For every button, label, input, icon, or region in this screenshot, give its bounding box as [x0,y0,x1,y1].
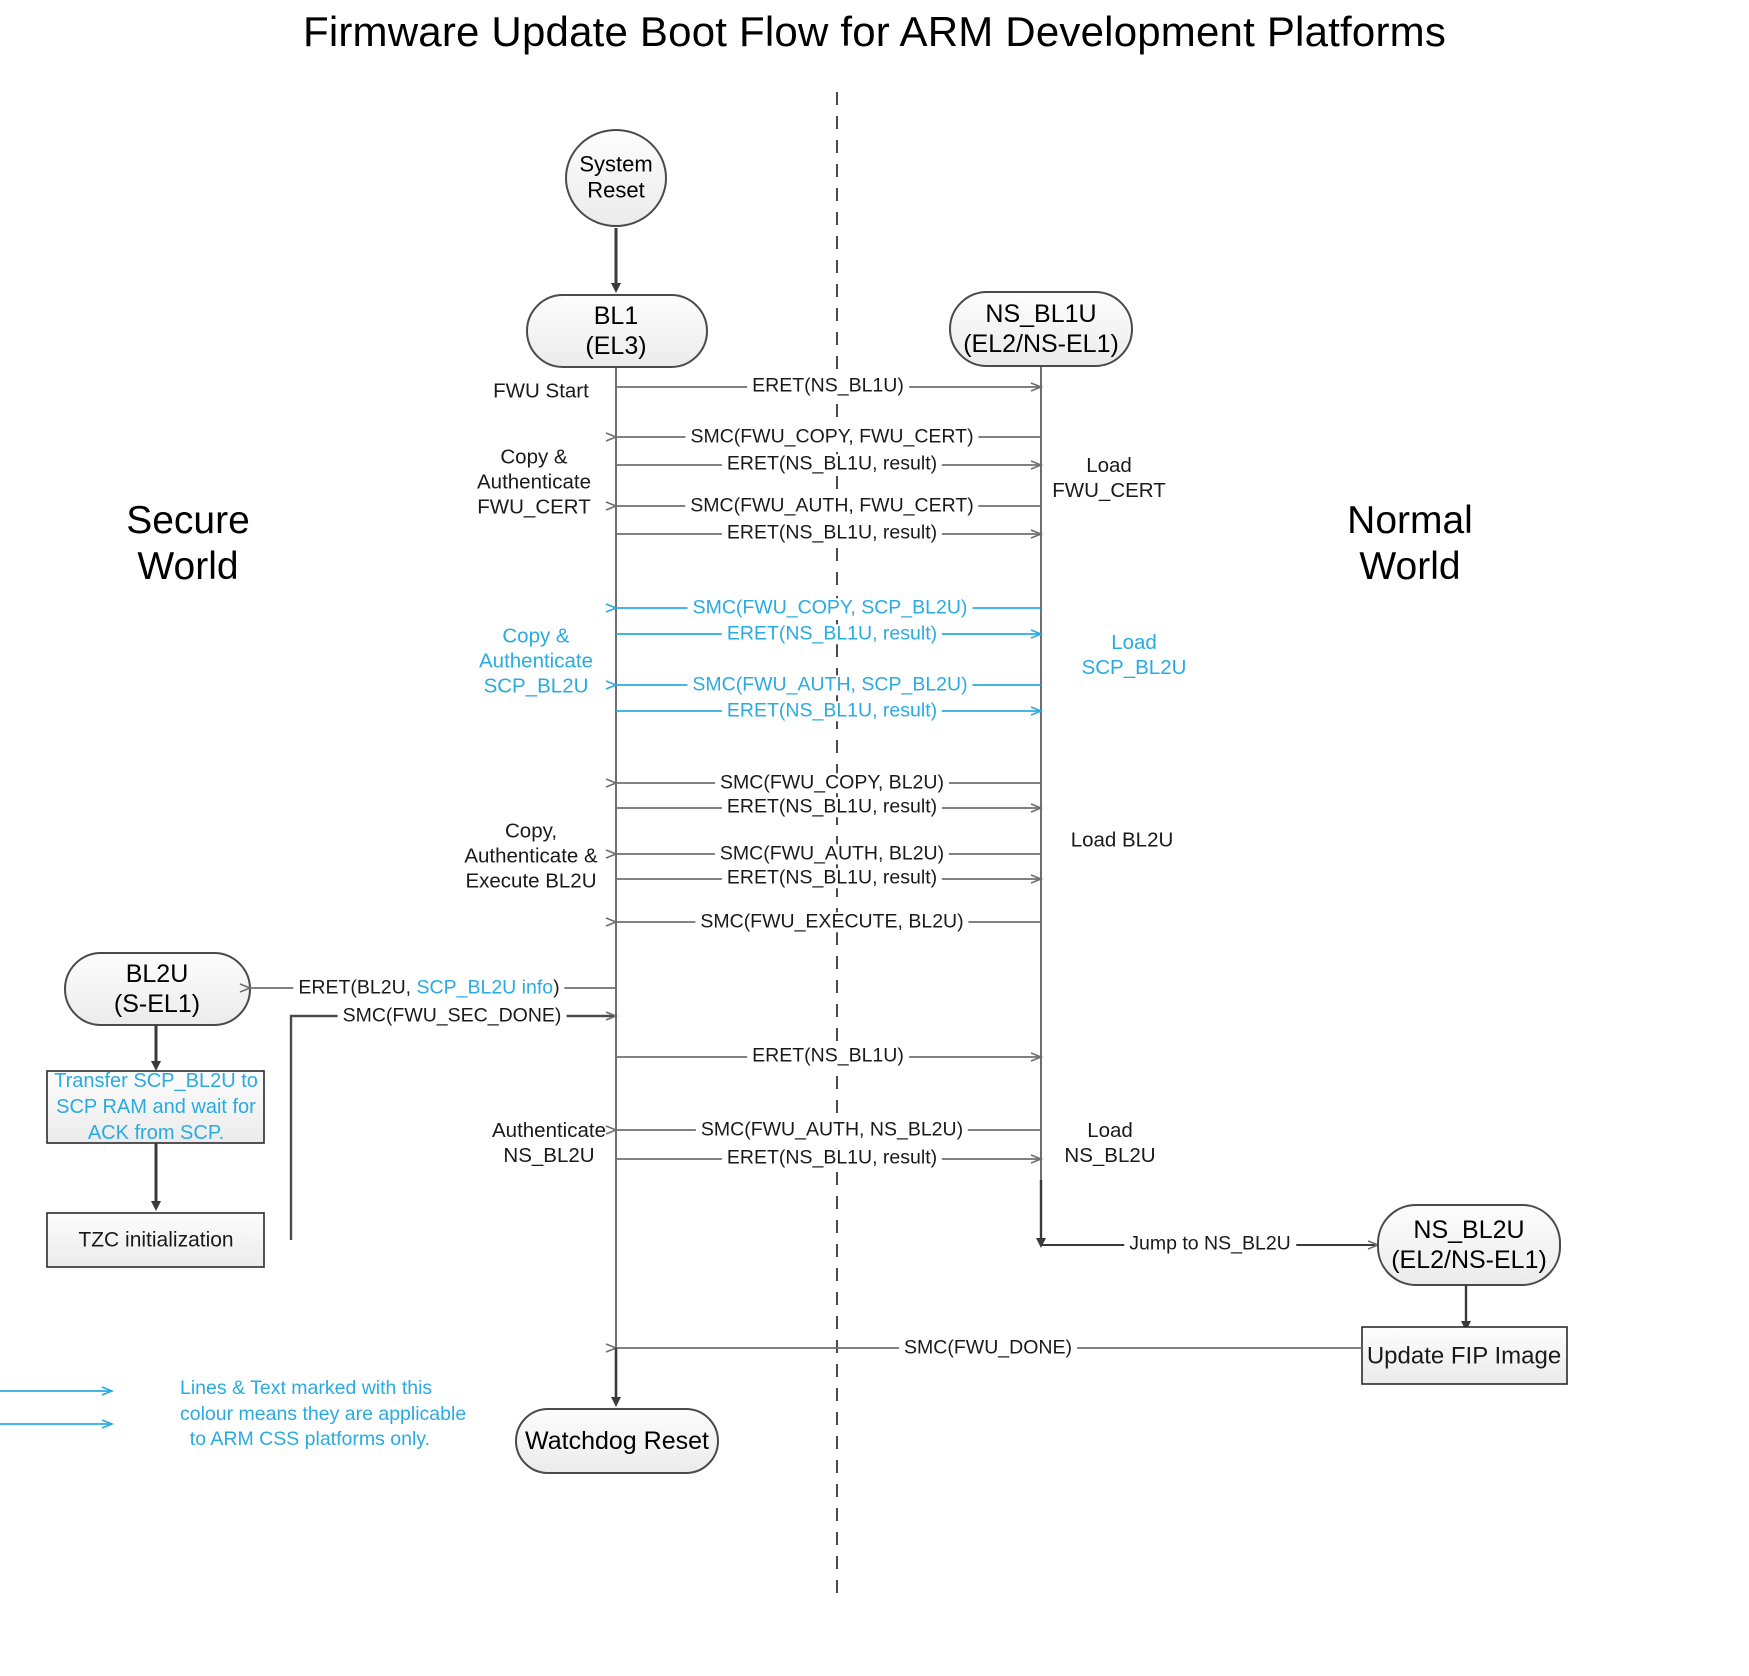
ns-bl2u-line2: (EL2/NS-EL1) [1391,1246,1547,1274]
note-load-scp-bl2u: Load SCP_BL2U [1082,630,1187,680]
message-label-m8: SMC(FWU_AUTH, SCP_BL2U) [687,675,973,695]
ns-bl2u-line1: NS_BL2U [1413,1216,1525,1244]
message-label-m6: SMC(FWU_COPY, SCP_BL2U) [687,598,973,618]
message-label-m19: Jump to NS_BL2U [1124,1234,1296,1254]
transfer-scp-line3: ACK from SCP. [87,1122,225,1144]
note-copy-auth-fwu-cert-line3: FWU_CERT [477,495,591,519]
note-copy-auth-fwu-cert-line1: Copy & [500,445,568,469]
note-load-scp-bl2u-line1: Load [1111,631,1157,654]
bl1-line1: BL1 [593,302,639,330]
ns-bl1u-line1: NS_BL1U [985,300,1097,328]
note-copy-auth-scp-line2: Authenticate [479,649,593,673]
message-label-m16: ERET(NS_BL1U) [747,1046,909,1066]
legend-line1: Lines & Text marked with this [180,1377,433,1399]
message-label-m2: SMC(FWU_COPY, FWU_CERT) [685,427,979,447]
message-label-eret-bl2u: ERET(BL2U, SCP_BL2U info) [293,976,565,999]
legend-text: Lines & Text marked with this colour mea… [180,1376,467,1453]
legend-line2: colour means they are applicable [180,1402,467,1425]
message-label-m12: SMC(FWU_AUTH, BL2U) [714,844,950,864]
ns-bl1u-label: NS_BL1U (EL2/NS-EL1) [963,299,1119,359]
note-copy-auth-scp-line1: Copy & [502,624,570,648]
note-auth-ns-bl2u-line2: NS_BL2U [503,1144,595,1167]
eret-bl2u-prefix: ERET(BL2U, [298,976,417,999]
ns-bl2u-label: NS_BL2U (EL2/NS-EL1) [1391,1215,1547,1275]
secure-world-line2: World [137,545,239,589]
watchdog-reset-label: Watchdog Reset [525,1426,709,1456]
message-label-m17: SMC(FWU_AUTH, NS_BL2U) [695,1120,969,1140]
note-load-bl2u: Load BL2U [1070,828,1174,852]
note-load-fwu-cert: Load FWU_CERT [1052,453,1166,503]
transfer-scp-line1: Transfer SCP_BL2U to [54,1070,258,1092]
legend-line3: to ARM CSS platforms only. [189,1428,430,1451]
note-copy-auth-exec-line1: Copy, [504,819,558,843]
watchdog-reset-text: Watchdog Reset [525,1427,709,1455]
note-auth-ns-bl2u-line1: Authenticate [492,1119,606,1142]
note-load-ns-bl2u-line1: Load [1087,1119,1133,1142]
message-label-m13: ERET(NS_BL1U, result) [721,868,943,888]
message-label-m3: ERET(NS_BL1U, result) [721,454,943,474]
note-copy-auth-exec-bl2u: Copy, Authenticate & Execute BL2U [464,819,597,894]
system-reset-line2: Reset [587,178,645,203]
transfer-scp-box-label: Transfer SCP_BL2U to SCP RAM and wait fo… [54,1068,258,1146]
update-fip-box-label: Update FIP Image [1367,1340,1561,1371]
note-copy-auth-exec-line2: Authenticate & [464,844,598,868]
message-label-m5: ERET(NS_BL1U, result) [721,523,943,543]
bl2u-line2: (S-EL1) [113,990,201,1018]
note-copy-auth-fwu-cert: Copy & Authenticate FWU_CERT [477,445,591,520]
bl1-line2: (EL3) [585,332,647,360]
secure-world-line1: Secure [126,499,250,542]
note-load-ns-bl2u: Load NS_BL2U [1064,1118,1155,1168]
transfer-scp-line2: SCP RAM and wait for [56,1096,256,1118]
note-copy-auth-fwu-cert-line2: Authenticate [477,470,591,494]
system-reset-line1: System [579,151,653,177]
tzc-init-box-label: TZC initialization [78,1226,233,1253]
normal-world-line2: World [1359,545,1461,589]
bl2u-line1: BL2U [125,960,189,988]
ns-bl1u-line2: (EL2/NS-EL1) [963,330,1119,358]
message-label-m9: ERET(NS_BL1U, result) [721,701,943,721]
note-copy-auth-exec-line3: Execute BL2U [465,869,597,893]
note-load-ns-bl2u-line2: NS_BL2U [1064,1144,1156,1167]
message-label-m7: ERET(NS_BL1U, result) [721,624,943,644]
system-reset-label: System Reset [579,152,652,205]
message-label-m1: ERET(NS_BL1U) [747,376,909,396]
eret-bl2u-highlight: SCP_BL2U info [416,976,554,999]
note-fwu-start: FWU Start [493,379,589,403]
message-label-m14: SMC(FWU_EXECUTE, BL2U) [695,912,969,932]
message-label-m4: SMC(FWU_AUTH, FWU_CERT) [685,496,979,516]
message-label-m20: SMC(FWU_DONE) [899,1338,1077,1358]
normal-world-label: Normal World [1282,498,1538,590]
note-load-scp-bl2u-line2: SCP_BL2U [1081,656,1187,679]
message-label-m15: SMC(FWU_SEC_DONE) [337,1006,567,1026]
message-label-m10: SMC(FWU_COPY, BL2U) [715,773,949,793]
eret-bl2u-suffix: ) [553,976,560,999]
message-label-m18: ERET(NS_BL1U, result) [721,1148,943,1168]
note-authenticate-ns-bl2u: Authenticate NS_BL2U [492,1118,606,1168]
note-copy-auth-scp-bl2u: Copy & Authenticate SCP_BL2U [479,624,593,699]
normal-world-line1: Normal [1347,499,1473,542]
bl1-label: BL1 (EL3) [585,301,646,361]
page-title: Firmware Update Boot Flow for ARM Develo… [302,8,1447,55]
update-fip-text: Update FIP Image [1366,1342,1562,1370]
tzc-init-text: TZC initialization [78,1228,234,1252]
bl2u-label: BL2U (S-EL1) [114,959,200,1019]
note-load-fwu-cert-line2: FWU_CERT [1052,479,1166,502]
message-label-m11: ERET(NS_BL1U, result) [721,797,943,817]
note-copy-auth-scp-line3: SCP_BL2U [483,674,589,698]
secure-world-label: Secure World [60,498,316,590]
note-load-fwu-cert-line1: Load [1086,454,1132,477]
